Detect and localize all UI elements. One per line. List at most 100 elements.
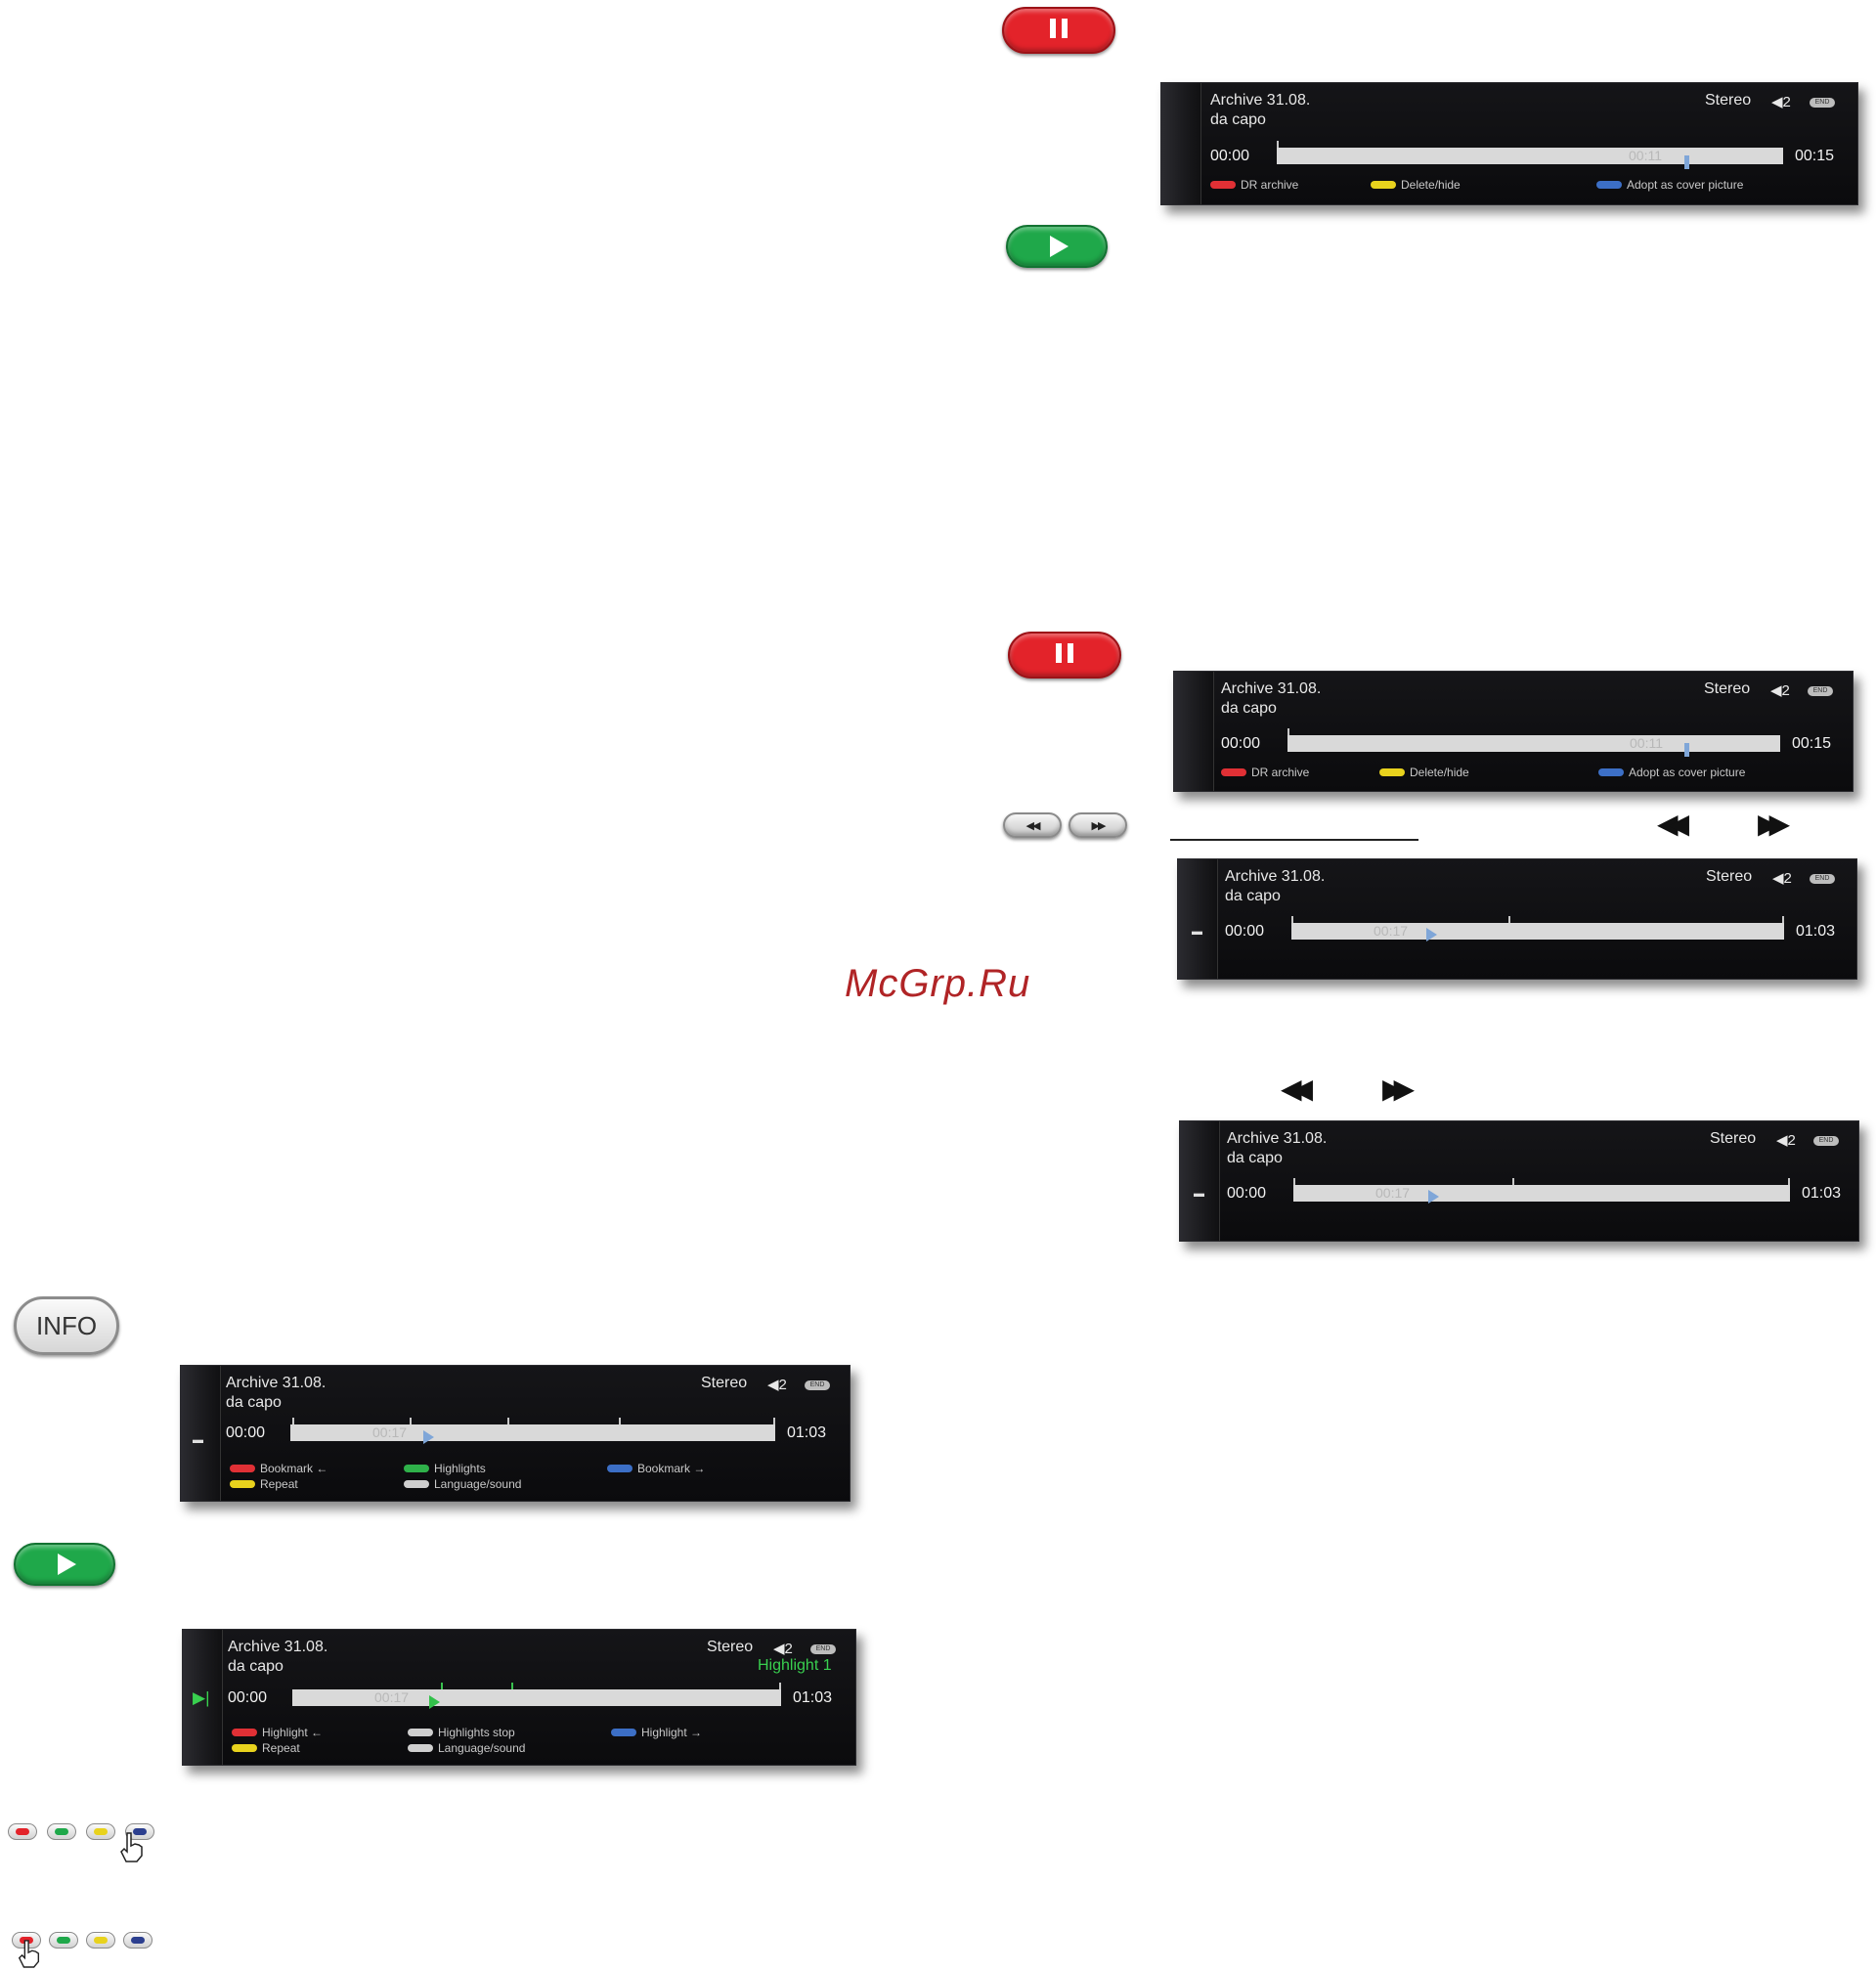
underline-divider: [1170, 839, 1418, 841]
progress-bar[interactable]: 00:11: [1287, 735, 1780, 757]
current-time: 00:17: [374, 1689, 410, 1705]
time-start: 00:00: [1221, 735, 1261, 752]
audio-mode: Stereo: [701, 1375, 748, 1391]
time-end: 00:15: [1792, 735, 1832, 752]
time-start: 00:00: [1210, 148, 1250, 164]
position-arrow[interactable]: [1426, 928, 1437, 942]
position-marker[interactable]: [1684, 743, 1689, 757]
blue-key[interactable]: [125, 1823, 154, 1840]
legend-yellow: Delete/hide: [1379, 766, 1469, 779]
recording-title: Archive 31.08.: [226, 1375, 327, 1391]
clapper-icon: ▬: [1194, 1188, 1204, 1200]
legend-blue: Highlight →: [611, 1726, 702, 1739]
osd-sidebar: [183, 1630, 223, 1765]
yellow-key-2[interactable]: [86, 1932, 115, 1949]
end-badge: END: [1813, 1136, 1839, 1146]
speaker-icon: ◀2: [1771, 94, 1791, 110]
bookmark-tick: [1782, 916, 1784, 923]
yellow-key[interactable]: [86, 1823, 115, 1840]
osd-sidebar: [1174, 672, 1214, 791]
speaker-icon: ◀2: [1770, 682, 1790, 699]
clapper-icon: ▬: [193, 1434, 203, 1446]
audio-mode: Stereo: [1710, 1130, 1757, 1147]
rewind-symbol: ◀◀: [1281, 1073, 1313, 1104]
time-end: 01:03: [787, 1424, 827, 1441]
current-time: 00:17: [372, 1424, 408, 1440]
forward-symbol: ▶▶: [1758, 809, 1790, 839]
legend-grey: Highlights stop: [408, 1726, 515, 1739]
bookmark-tick: [619, 1418, 621, 1424]
bar-start-tick: [1287, 728, 1289, 735]
legend-red: DR archive: [1210, 178, 1298, 192]
progress-bar[interactable]: 00:17: [290, 1424, 775, 1444]
pause-icon: [1053, 642, 1076, 668]
bookmark-tick: [1788, 1178, 1790, 1185]
bookmark-tick: [410, 1418, 412, 1424]
rewind-button[interactable]: ◀◀: [1003, 812, 1062, 838]
info-button[interactable]: INFO: [14, 1296, 119, 1355]
recording-title: Archive 31.08.: [228, 1639, 328, 1655]
pause-button[interactable]: [1002, 7, 1115, 54]
play-icon: [58, 1554, 76, 1575]
legend-blue: Adopt as cover picture: [1596, 178, 1743, 192]
highlight-label: Highlight 1: [758, 1657, 832, 1674]
bookmark-tick: [773, 1418, 775, 1424]
osd-panel-archive-5: ▬ Archive 31.08. da capo Stereo ◀2 END 0…: [180, 1365, 851, 1502]
end-badge: END: [1810, 98, 1835, 108]
legend-red: DR archive: [1221, 766, 1309, 779]
position-arrow[interactable]: [1428, 1190, 1439, 1204]
progress-bar[interactable]: 00:17: [1293, 1185, 1790, 1204]
highlight-tick: [441, 1683, 443, 1689]
pause-button-2[interactable]: [1008, 632, 1121, 679]
legend-green: Highlights: [404, 1462, 486, 1475]
time-start: 00:00: [228, 1689, 268, 1706]
audio-mode: Stereo: [1705, 92, 1752, 109]
clapper-icon: ▬: [1192, 926, 1202, 938]
position-arrow[interactable]: [429, 1695, 440, 1709]
speaker-icon: ◀2: [1776, 1132, 1796, 1149]
green-key-2[interactable]: [49, 1932, 78, 1949]
current-time: 00:11: [1629, 148, 1662, 163]
bookmark-tick: [292, 1418, 294, 1424]
legend-grey-2: Language/sound: [408, 1741, 525, 1755]
bookmark-tick: [507, 1418, 509, 1424]
progress-bar[interactable]: 00:17: [1291, 923, 1784, 942]
bookmark-tick: [779, 1683, 781, 1689]
time-start: 00:00: [1227, 1185, 1267, 1202]
time-end: 01:03: [1796, 923, 1836, 940]
speaker-icon: ◀2: [1772, 870, 1792, 887]
legend-red: Highlight ←: [232, 1726, 323, 1739]
osd-sidebar: [1180, 1121, 1220, 1241]
end-badge: END: [805, 1380, 830, 1390]
progress-bar[interactable]: 00:17: [292, 1689, 781, 1709]
current-time: 00:11: [1630, 735, 1663, 751]
red-key[interactable]: [8, 1823, 37, 1840]
play-button[interactable]: [1006, 225, 1108, 268]
fast-forward-button[interactable]: ▶▶: [1069, 812, 1127, 838]
position-marker[interactable]: [1684, 155, 1689, 169]
blue-key-2[interactable]: [123, 1932, 153, 1949]
highlight-play-icon: ▶|: [193, 1688, 210, 1707]
highlight-tick: [511, 1683, 513, 1689]
speaker-icon: ◀2: [767, 1377, 787, 1393]
osd-panel-archive-3: ▬ Archive 31.08. da capo Stereo ◀2 END 0…: [1177, 858, 1857, 980]
play-button-2[interactable]: [14, 1543, 115, 1586]
time-end: 01:03: [793, 1689, 833, 1706]
watermark: McGrp.Ru: [845, 962, 1031, 1005]
play-icon: [1050, 236, 1069, 257]
end-badge: END: [1810, 874, 1835, 884]
recording-title: Archive 31.08.: [1221, 680, 1322, 697]
green-key[interactable]: [47, 1823, 76, 1840]
bar-start-tick: [1277, 141, 1279, 148]
osd-panel-archive-6: ▶| Archive 31.08. da capo Stereo ◀2 END …: [182, 1629, 856, 1766]
osd-panel-archive-2: Archive 31.08. da capo Stereo ◀2 END 00:…: [1173, 671, 1854, 792]
legend-yellow: Repeat: [230, 1477, 298, 1491]
current-time: 00:17: [1375, 1185, 1411, 1201]
progress-bar[interactable]: 00:11: [1277, 148, 1783, 169]
recording-subtitle: da capo: [1225, 888, 1281, 904]
recording-subtitle: da capo: [1221, 700, 1277, 717]
audio-mode: Stereo: [1706, 868, 1753, 885]
bookmark-tick: [1291, 916, 1293, 923]
recording-title: Archive 31.08.: [1227, 1130, 1328, 1147]
position-arrow[interactable]: [423, 1430, 434, 1444]
